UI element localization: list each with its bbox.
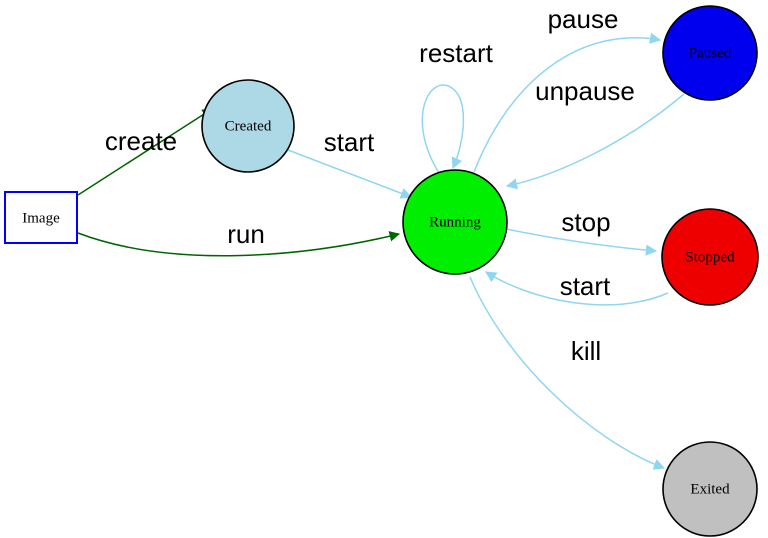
node-paused-label: Paused	[689, 45, 732, 61]
node-image-shape	[4, 191, 78, 244]
edge-kill-path	[469, 276, 666, 470]
edge-start-created[interactable]: start	[287, 127, 413, 199]
node-created-shape	[201, 79, 295, 173]
edge-run[interactable]: run	[77, 219, 401, 257]
edge-label-pause: pause	[548, 4, 619, 34]
edge-label-restart: restart	[419, 38, 493, 68]
edge-restart[interactable]: restart	[419, 38, 494, 174]
node-paused-shape	[662, 5, 758, 101]
edge-label-stop: stop	[561, 207, 610, 237]
edge-unpause[interactable]: unpause	[505, 76, 685, 190]
node-stopped-label: Stopped	[685, 249, 735, 265]
node-image[interactable]: Image	[4, 191, 78, 244]
node-image-label: Image	[22, 210, 60, 226]
edge-label-start-created: start	[324, 127, 375, 157]
edge-restart-path	[421, 84, 465, 174]
edge-label-create: create	[105, 126, 177, 156]
edge-pause[interactable]: pause	[473, 4, 662, 173]
node-stopped-shape	[661, 208, 759, 306]
node-stopped[interactable]: Stopped	[661, 208, 759, 306]
node-running-label: Running	[429, 214, 481, 230]
edge-run-path	[77, 231, 401, 257]
edge-unpause-path	[505, 93, 685, 190]
node-exited-shape	[662, 441, 758, 537]
edge-stop[interactable]: stop	[505, 207, 658, 256]
edge-start-stopped[interactable]: start	[485, 271, 669, 306]
edge-create-path	[77, 108, 213, 196]
edge-pause-path	[473, 32, 662, 173]
edge-label-unpause: unpause	[535, 76, 635, 106]
node-created[interactable]: Created	[201, 79, 295, 173]
node-paused[interactable]: Paused	[662, 5, 758, 101]
node-exited[interactable]: Exited	[662, 441, 758, 537]
node-running[interactable]: Running	[402, 169, 508, 275]
node-created-label: Created	[225, 118, 272, 134]
edge-stop-path	[505, 228, 658, 256]
edge-start-stopped-path	[485, 271, 669, 306]
edge-kill[interactable]: kill	[469, 276, 666, 470]
edge-label-run: run	[227, 219, 265, 249]
edge-label-kill: kill	[571, 336, 601, 366]
edge-label-start-stopped: start	[560, 271, 611, 301]
edge-create[interactable]: create	[77, 108, 213, 196]
edge-start-created-path	[287, 149, 413, 199]
node-exited-label: Exited	[690, 481, 730, 497]
node-running-shape	[402, 169, 508, 275]
